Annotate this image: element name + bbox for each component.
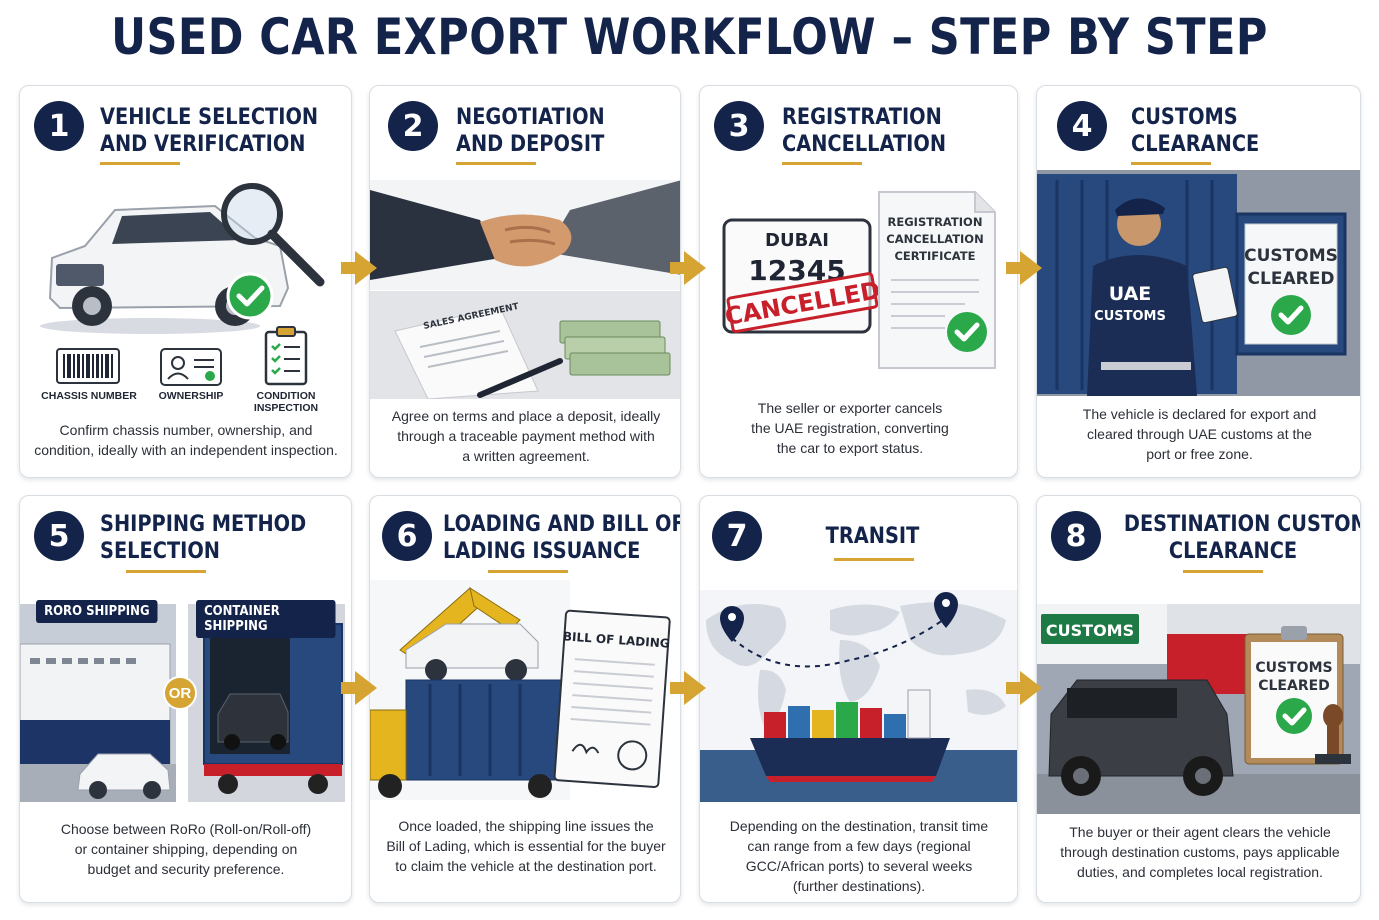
heading-underline: [456, 162, 536, 165]
step-number-badge: 6: [382, 511, 432, 561]
magnifier-icon: [221, 183, 325, 287]
svg-text:UAE: UAE: [1109, 283, 1152, 305]
id-card-icon: [160, 348, 222, 386]
world-map-ship-illustration: [700, 590, 1017, 802]
flow-arrow-3-4: [1006, 251, 1042, 285]
svg-text:CLEARED: CLEARED: [1258, 678, 1330, 694]
step-number-badge: 5: [34, 511, 84, 561]
step-number-badge: 8: [1051, 511, 1101, 561]
agreement-document-illustration: SALES AGREEMENT: [370, 291, 680, 399]
heading-underline: [488, 570, 568, 573]
svg-text:DUBAI: DUBAI: [765, 230, 829, 251]
bill-of-lading-document-illustration: BILL OF LADING: [553, 609, 671, 789]
heading-underline: [1131, 162, 1211, 165]
step-description: Depending on the destination, transit ti…: [729, 818, 989, 894]
container-shipping-label: CONTAINER SHIPPING: [196, 600, 336, 638]
or-badge: OR: [163, 676, 197, 710]
step-heading: TRANSIT: [825, 524, 920, 549]
step-number-badge: 2: [388, 101, 438, 151]
cash-stack: [559, 320, 671, 376]
crane-loading-illustration: [370, 580, 570, 800]
svg-text:CUSTOMS: CUSTOMS: [1255, 660, 1332, 676]
svg-text:CUSTOMS: CUSTOMS: [1244, 246, 1338, 266]
rubber-stamp-icon: [1315, 704, 1351, 764]
svg-text:CANCELLATION: CANCELLATION: [886, 232, 983, 246]
step-description: Agree on terms and place a deposit, idea…: [391, 408, 661, 464]
certificate-document-illustration: REGISTRATION CANCELLATION CERTIFICATE: [878, 191, 996, 369]
flow-arrow-5-6: [341, 671, 377, 705]
icon-label-chassis: CHASSIS NUMBER: [41, 390, 137, 402]
check-icon: [1276, 698, 1312, 734]
step-number-badge: 3: [714, 101, 764, 151]
flow-arrow-6-7: [670, 671, 706, 705]
step-number-badge: 4: [1057, 101, 1107, 151]
roro-ship-illustration: [20, 604, 176, 802]
location-pin-icon: [720, 606, 744, 642]
svg-text:CLEARED: CLEARED: [1248, 269, 1335, 289]
heading-underline: [782, 162, 862, 165]
flow-arrow-2-3: [670, 251, 706, 285]
step-number-badge: 7: [712, 511, 762, 561]
step-description: The buyer or their agent clears the vehi…: [1060, 824, 1340, 880]
svg-text:CUSTOMS: CUSTOMS: [1094, 309, 1166, 324]
destination-customs-illustration: CUSTOMS CUSTOMS CLEARED: [1037, 604, 1360, 814]
icon-label-ownership: OWNERSHIP: [158, 390, 224, 402]
cancelled-plate-illustration: DUBAI 12345 CANCELLED: [722, 218, 880, 334]
step-description: Once loaded, the shipping line issues th…: [386, 818, 666, 874]
check-icon: [947, 312, 987, 352]
roro-shipping-label: RORO SHIPPING: [36, 600, 158, 623]
handshake-illustration: [370, 180, 680, 290]
location-pin-icon: [934, 592, 958, 628]
customs-officer-container-illustration: CUSTOMS CLEARED UAE CUSTOMS: [1037, 170, 1360, 396]
step-card-7: 7 TRANSIT Depending on the destination, …: [699, 495, 1018, 903]
heading-underline: [1183, 570, 1263, 573]
heading-underline: [100, 162, 180, 165]
svg-text:CUSTOMS: CUSTOMS: [1046, 621, 1134, 640]
barcode-icon: [56, 348, 120, 384]
flow-arrow-1-2: [341, 251, 377, 285]
clipboard-checklist-icon: [264, 326, 308, 386]
step-description: Choose between RoRo (Roll-on/Roll-off)or…: [60, 821, 312, 877]
svg-text:REGISTRATION: REGISTRATION: [888, 215, 983, 229]
svg-text:CERTIFICATE: CERTIFICATE: [894, 249, 975, 263]
check-icon: [226, 272, 274, 320]
page-title: USED CAR EXPORT WORKFLOW – STEP BY STEP: [111, 8, 1268, 66]
suv-with-magnifier-illustration: [40, 183, 325, 334]
heading-underline: [126, 570, 206, 573]
check-icon: [1271, 295, 1311, 335]
heading-underline: [834, 558, 914, 561]
flow-arrow-7-8: [1006, 671, 1042, 705]
step-number-badge: 1: [34, 101, 84, 151]
